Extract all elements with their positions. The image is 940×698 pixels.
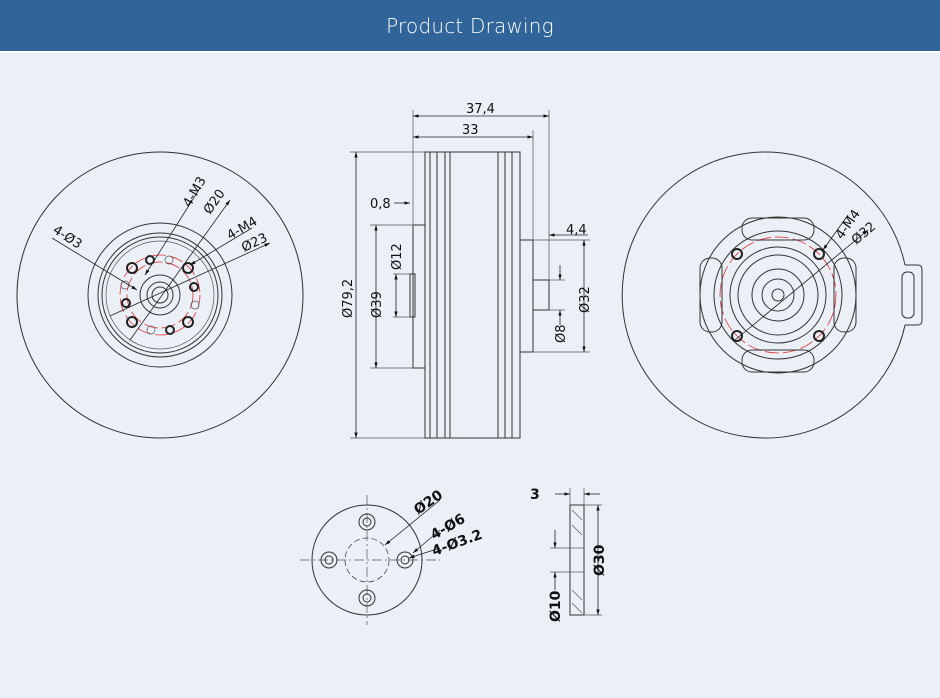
adapter-dim-d30: Ø30: [592, 544, 608, 576]
dim-33: 33: [462, 123, 479, 138]
adapter-side-view: 3 Ø30 Ø10: [530, 487, 608, 622]
adapter-dim-3: 3: [530, 487, 540, 503]
front-label-4-d3: 4-Ø3: [50, 223, 85, 253]
dim-d12: Ø12: [390, 243, 405, 270]
adapter-dim-d10: Ø10: [548, 590, 564, 622]
dim-4-4: 4,4: [566, 223, 587, 238]
dim-d79-2: Ø79,2: [341, 279, 356, 318]
dim-0-8: 0,8: [370, 197, 391, 212]
side-view: 37,4 33 Ø79,2 0,8 Ø39 Ø12 4,4 Ø32 Ø8: [341, 102, 593, 439]
header-bar: Product Drawing: [0, 0, 940, 53]
adapter-label-d20: Ø20: [411, 487, 446, 518]
adapter-front-view: Ø20 4-Ø6 4-Ø3.2: [300, 487, 484, 625]
dim-d8: Ø8: [554, 324, 569, 343]
dim-d32: Ø32: [578, 286, 593, 313]
front-view: 4-Ø3 4-M3 Ø20 4-M4 Ø23: [16, 151, 304, 439]
dim-d39: Ø39: [370, 291, 385, 318]
front-label-d20: Ø20: [201, 187, 229, 218]
dim-37-4: 37,4: [466, 102, 495, 117]
rear-view: 4-M4 Ø32: [621, 151, 923, 439]
page-title: Product Drawing: [386, 13, 554, 38]
